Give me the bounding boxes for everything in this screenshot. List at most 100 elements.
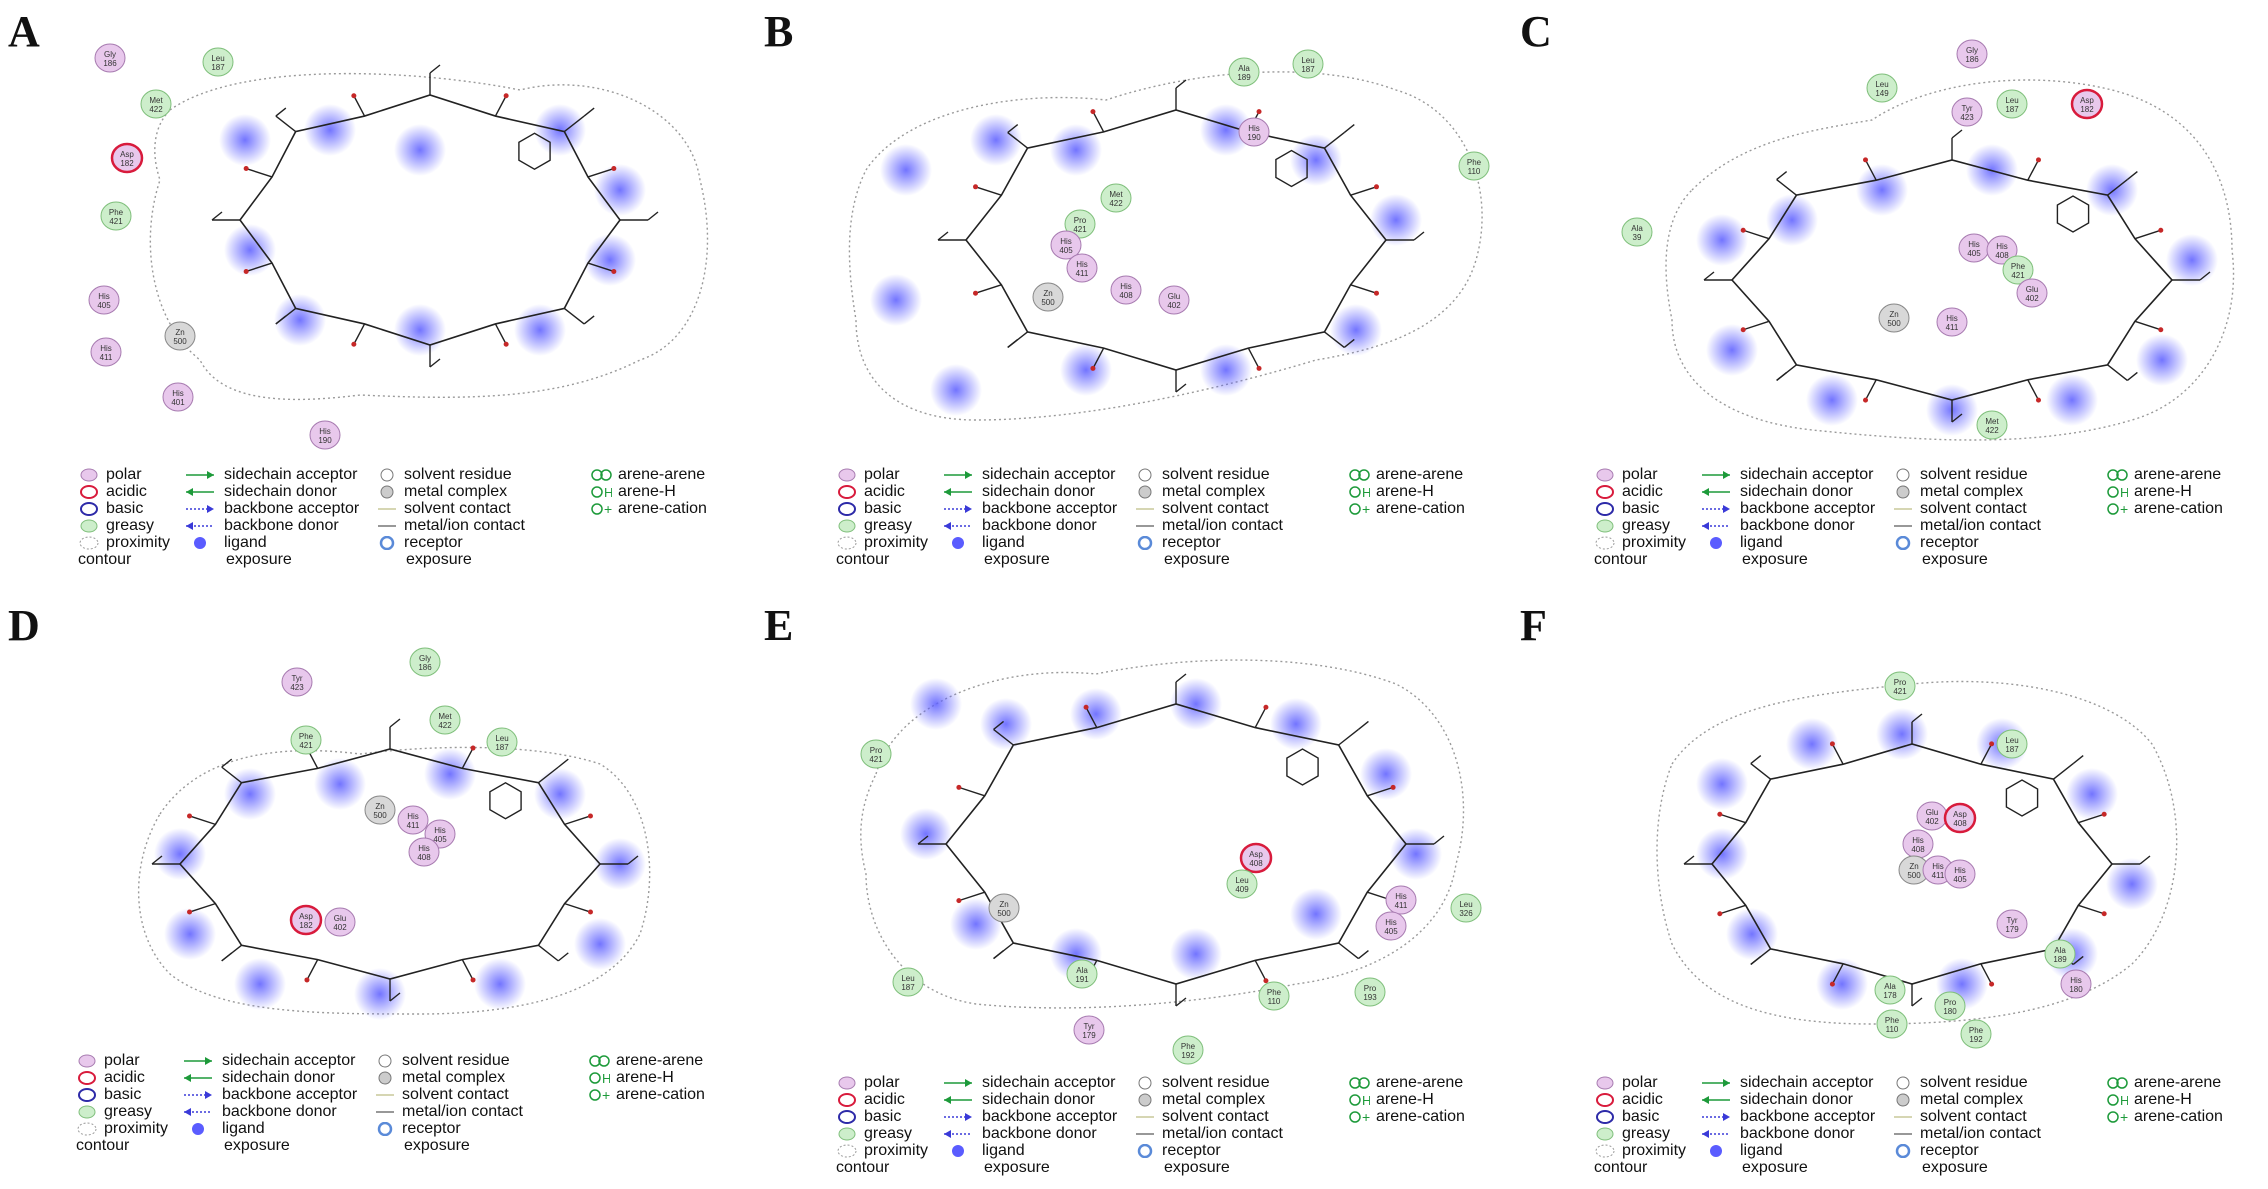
residue-name: His (1954, 866, 1966, 875)
legend-label: receptor (402, 1120, 461, 1137)
legend-item: sidechain donor (940, 1091, 1095, 1108)
residue-number: 182 (299, 921, 313, 930)
legend-item: solvent contact (1892, 500, 2027, 517)
legend-item: metal/ion contact (374, 1103, 523, 1120)
legend-symbol-icon (1702, 1129, 1730, 1138)
residue-number: 39 (1633, 233, 1642, 242)
residue-number: 110 (1468, 167, 1481, 176)
residue-name: Leu (1301, 56, 1314, 65)
legend-symbol-icon: H (591, 485, 612, 499)
legend-item: +arene-cation (588, 1086, 705, 1103)
legend-label: ligand (222, 1120, 265, 1137)
ligand-exposure-blob (394, 304, 446, 356)
legend-label: metal complex (1920, 483, 2024, 500)
ligand-exposure-blob (1696, 214, 1748, 266)
legend-label: polar (864, 466, 900, 483)
legend-item: backbone donor (940, 517, 1097, 534)
residue-name: His (172, 389, 184, 398)
svg-text:+: + (1362, 1110, 1370, 1124)
legend-item: arene-arene (1348, 1074, 1463, 1091)
legend-label: solvent residue (1920, 466, 2028, 483)
legend-symbol-icon (952, 1144, 964, 1157)
legend-label: sidechain donor (1740, 1091, 1853, 1108)
legend-symbol-icon (1702, 1095, 1730, 1104)
residue-number: 421 (2011, 271, 2025, 280)
ligand-exposure-blob (2166, 234, 2218, 286)
ligand-exposure-blob (164, 908, 216, 960)
legend-label: acidic (104, 1069, 145, 1086)
residue-number: 500 (373, 811, 387, 820)
ligand-exposure-blob (514, 304, 566, 356)
legend-label: backbone acceptor (1740, 500, 1876, 517)
legend-item: exposure (1742, 1159, 1808, 1176)
legend-symbol-icon (80, 501, 98, 516)
residue-name: Phe (1267, 988, 1282, 997)
interaction-diagram: Gly186Leu149Tyr423Leu187Asp182Ala39His40… (1621, 39, 2235, 441)
legend-item: backbone donor (940, 1125, 1097, 1142)
legend-symbol-icon (1596, 1076, 1614, 1090)
legend-item: metal complex (374, 1069, 505, 1086)
residue-name: Phe (1467, 158, 1482, 167)
legend-item: solvent residue (1892, 1074, 2028, 1091)
legend-item: sidechain acceptor (180, 1052, 355, 1069)
residue-name: Tyr (291, 674, 302, 683)
legend-item: receptor (374, 1120, 461, 1137)
interaction-diagram: Pro421Leu187Glu402Asp408His408Zn500His41… (1656, 671, 2178, 1049)
residue-name: Leu (2005, 736, 2018, 745)
legend-symbol-icon (944, 1095, 972, 1104)
residue-name: Pro (1364, 984, 1377, 993)
residue-name: Met (1985, 417, 1999, 426)
legend-item: solvent residue (1892, 466, 2028, 483)
residue-number: 178 (1883, 991, 1897, 1000)
legend-item: arene-arene (2106, 466, 2221, 483)
legend-label: acidic (864, 483, 905, 500)
ligand-exposure-blob (574, 918, 626, 970)
legend-label: receptor (404, 534, 463, 551)
legend-item: contour (1594, 1159, 1647, 1176)
residue-number: 187 (2005, 745, 2019, 754)
residue-name: His (1968, 240, 1980, 249)
legend-item: proximity (1594, 1142, 1686, 1159)
interaction-diagram: Ala189Leu187His190Phe110Met422Pro421His4… (848, 49, 1490, 421)
legend-item: backbone acceptor (940, 500, 1117, 517)
legend-symbol-icon (1596, 468, 1614, 482)
residue-name: Phe (2011, 262, 2026, 271)
ligand-exposure-blob (1786, 718, 1838, 770)
legend-label: backbone donor (1740, 517, 1855, 534)
legend-item: ligand (1698, 1142, 1783, 1159)
legend-item: contour (1594, 551, 1647, 568)
legend-label: arene-H (2134, 483, 2192, 500)
ligand-exposure-blob (219, 114, 271, 166)
ligand-exposure-blob (1170, 678, 1222, 730)
residue-number: 421 (109, 217, 123, 226)
residue-number: 405 (1059, 246, 1073, 255)
proximity-contour (1665, 79, 2235, 441)
legend-symbol-icon (838, 1109, 856, 1124)
residue-number: 421 (1893, 687, 1907, 696)
legend-item: exposure (1922, 1159, 1988, 1176)
legend-label: exposure (1742, 551, 1808, 568)
proximity-contour (149, 72, 709, 401)
legend-label: greasy (104, 1103, 153, 1120)
legend-label: solvent contact (1920, 1108, 2027, 1125)
legend-symbol-icon: + (2107, 502, 2128, 516)
residue-name: Asp (1249, 850, 1263, 859)
legend-item: greasy (1594, 1125, 1670, 1142)
legend-symbol-icon (186, 521, 214, 530)
residue-name: Phe (1969, 1026, 1984, 1035)
legend-label: polar (1622, 1074, 1658, 1091)
residue-number: 401 (171, 398, 185, 407)
